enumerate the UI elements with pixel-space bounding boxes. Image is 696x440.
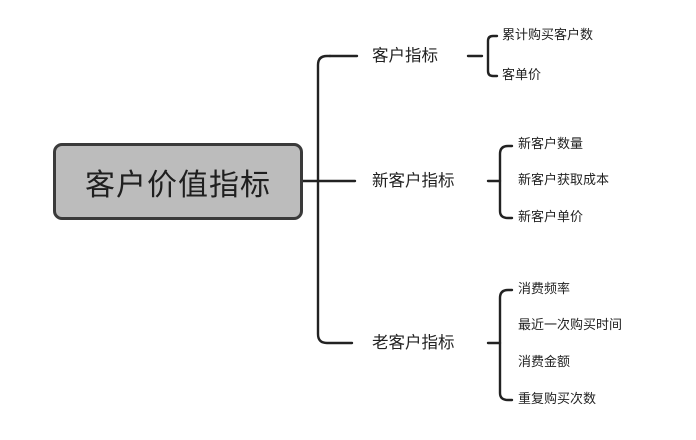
connector-bracket-3 bbox=[498, 288, 514, 402]
root-node-label: 客户价值指标 bbox=[85, 167, 271, 203]
leaf-node-1-2: 客单价 bbox=[502, 68, 542, 83]
root-node: 客户价值指标 bbox=[53, 143, 303, 220]
connector-trunk bbox=[316, 54, 354, 345]
leaf-node-2-2: 新客户获取成本 bbox=[518, 173, 610, 188]
branch-node-2: 新客户指标 bbox=[372, 171, 455, 190]
leaf-node-3-1: 消费频率 bbox=[518, 282, 571, 297]
leaf-node-2-3: 新客户单价 bbox=[518, 210, 584, 225]
leaf-node-3-4: 重复购买次数 bbox=[518, 392, 597, 407]
branch-node-3: 老客户指标 bbox=[372, 333, 455, 352]
connector-bracket-2 bbox=[498, 144, 514, 220]
connector-bracket-1 bbox=[486, 34, 499, 78]
branch-node-1: 客户指标 bbox=[372, 46, 438, 65]
leaf-node-1-1: 累计购买客户数 bbox=[502, 28, 594, 43]
leaf-node-3-3: 消费金额 bbox=[518, 355, 571, 370]
leaf-node-2-1: 新客户数量 bbox=[518, 137, 584, 152]
leaf-node-3-2: 最近一次购买时间 bbox=[518, 318, 623, 333]
